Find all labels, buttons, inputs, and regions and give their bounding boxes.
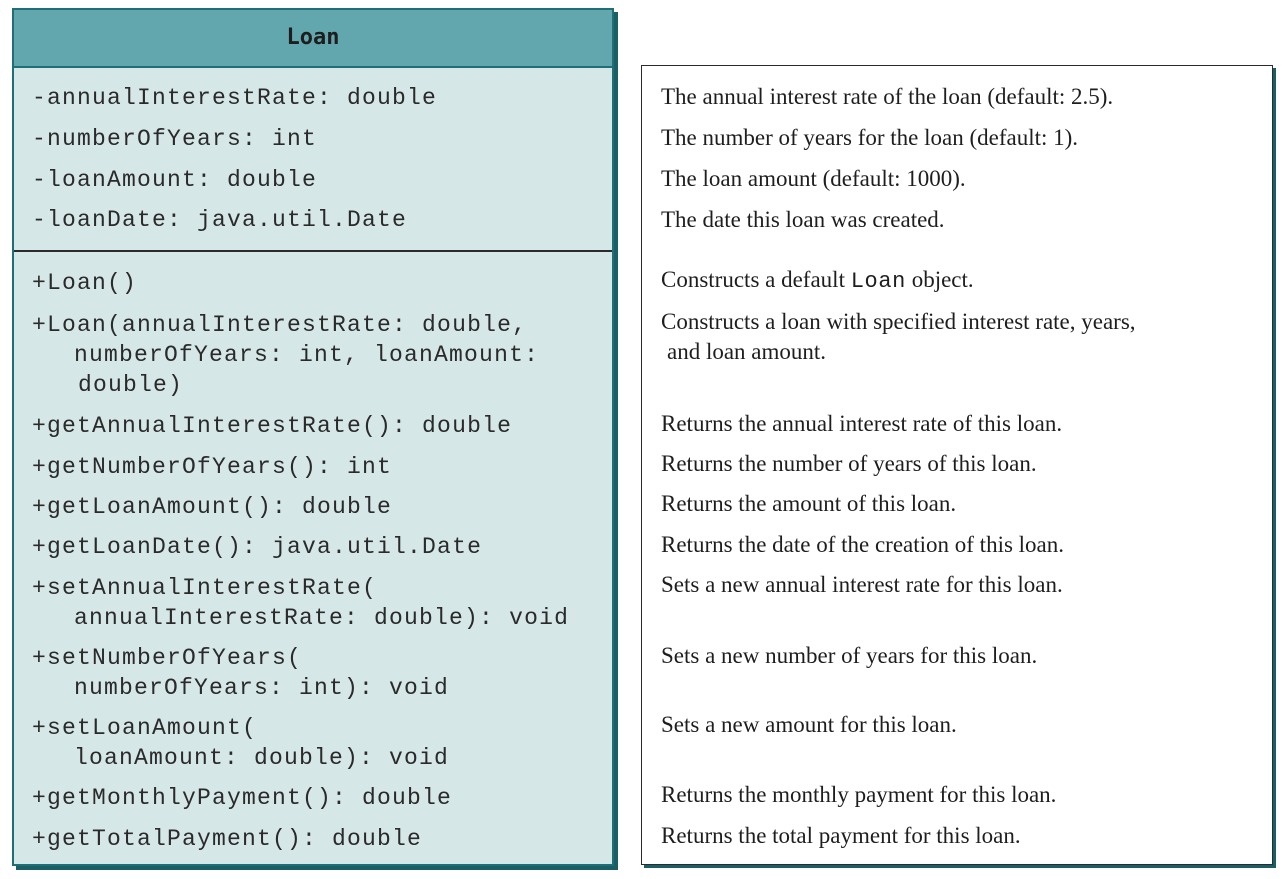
method-get-annual-interest-rate: +getAnnualInterestRate(): double: [32, 413, 513, 439]
attribute-loan-date: -loanDate: java.util.Date: [32, 207, 408, 233]
method-loan-full-line1: +Loan(annualInterestRate: double,: [32, 312, 528, 338]
uml-class-box: Loan -annualInterestRate: double -number…: [12, 8, 614, 866]
method-get-number-of-years: +getNumberOfYears(): int: [32, 454, 393, 480]
desc-get-loan-date: Returns the date of the creation of this…: [661, 532, 1065, 557]
attribute-number-of-years: -numberOfYears: int: [32, 126, 318, 152]
desc-number-of-years: The number of years for the loan (defaul…: [661, 125, 1079, 150]
method-loan-default: +Loan(): [32, 270, 138, 296]
method-set-loan-amount-line2: loanAmount: double): void: [74, 745, 450, 771]
desc-set-annual-interest-rate: Sets a new annual interest rate for this…: [661, 572, 1063, 597]
method-get-loan-amount: +getLoanAmount(): double: [32, 494, 393, 520]
method-set-number-of-years-line1: +setNumberOfYears(: [32, 645, 303, 671]
desc-loan-amount: The loan amount (default: 1000).: [661, 166, 966, 191]
method-get-total-payment: +getTotalPayment(): double: [32, 826, 423, 852]
method-set-annual-interest-rate-line2: annualInterestRate: double): void: [74, 605, 570, 631]
description-box: The annual interest rate of the loan (de…: [641, 65, 1273, 865]
class-name: Loan: [14, 10, 612, 68]
method-set-loan-amount-line1: +setLoanAmount(: [32, 715, 258, 741]
desc-ctor-default-pre: Constructs a default: [661, 267, 851, 292]
method-loan-full-line2: numberOfYears: int, loanAmount:: [74, 342, 540, 368]
desc-ctor-default-code: Loan: [850, 269, 906, 294]
compartment-divider: [14, 250, 612, 252]
desc-set-number-of-years: Sets a new number of years for this loan…: [661, 643, 1038, 668]
desc-loan-date: The date this loan was created.: [661, 207, 945, 232]
desc-set-loan-amount: Sets a new amount for this loan.: [661, 712, 957, 737]
desc-get-total-payment: Returns the total payment for this loan.: [661, 823, 1021, 848]
method-get-monthly-payment: +getMonthlyPayment(): double: [32, 785, 453, 811]
method-set-number-of-years-line2: numberOfYears: int): void: [74, 675, 450, 701]
desc-get-monthly-payment: Returns the monthly payment for this loa…: [661, 782, 1057, 807]
desc-ctor-default-post: object.: [905, 267, 974, 292]
attribute-loan-amount: -loanAmount: double: [32, 167, 318, 193]
desc-get-loan-amount: Returns the amount of this loan.: [661, 491, 957, 516]
attribute-annual-interest-rate: -annualInterestRate: double: [32, 85, 438, 111]
desc-loan-full-constructor-line1: Constructs a loan with specified interes…: [661, 309, 1136, 334]
method-get-loan-date: +getLoanDate(): java.util.Date: [32, 534, 483, 560]
desc-get-number-of-years: Returns the number of years of this loan…: [661, 451, 1037, 476]
desc-get-annual-interest-rate: Returns the annual interest rate of this…: [661, 411, 1063, 436]
method-loan-full-line3: double): [78, 372, 184, 398]
desc-loan-full-constructor-line2: and loan amount.: [667, 339, 827, 364]
desc-annual-interest-rate: The annual interest rate of the loan (de…: [661, 84, 1114, 109]
method-set-annual-interest-rate-line1: +setAnnualInterestRate(: [32, 575, 378, 601]
desc-loan-default-constructor: Constructs a default Loan object.: [661, 265, 974, 295]
